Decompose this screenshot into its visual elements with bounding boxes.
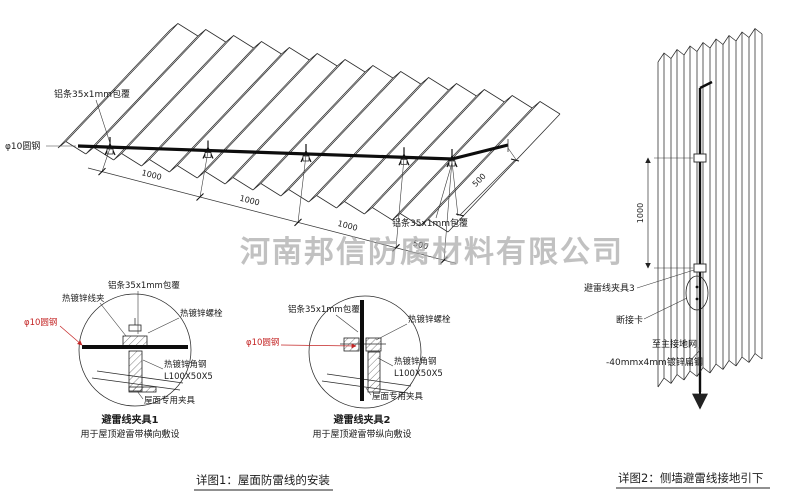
detail2-rod-label: φ10圆钢 xyxy=(246,337,279,348)
detail2-strip-leader xyxy=(335,314,359,333)
detail2-group xyxy=(308,295,422,409)
wall-flat-steel-label: -40mmx4mm镀锌扁钢 xyxy=(606,356,703,368)
caption-detail2: 详图2：侧墙避雷线接地引下 xyxy=(618,471,763,485)
detail2-rod-leader xyxy=(280,343,357,349)
roof-strip-label-bottom: 铝条35x1mm包覆 xyxy=(392,217,468,229)
detail1-rod-label: φ10圆钢 xyxy=(24,317,57,328)
roof-corrugated-sheet xyxy=(57,23,561,233)
roof-strip-label-top: 铝条35x1mm包覆 xyxy=(54,88,130,100)
detail1-clip-leader xyxy=(99,302,127,337)
detail1-angle-spec: L100X50X5 xyxy=(164,372,213,382)
detail2-fixture-label: 屋面专用夹具 xyxy=(372,391,424,402)
roof-dim-extension-lines xyxy=(101,147,453,261)
wall-down-conductor xyxy=(685,80,713,410)
detail2-title: 避雷线夹具2 xyxy=(333,413,391,426)
roof-offset-dimension xyxy=(451,147,520,217)
roof-lightning-belt-cable xyxy=(77,143,509,161)
detail1-angle-leader xyxy=(142,359,164,370)
detail2-angle-leader xyxy=(377,357,394,367)
dim-1000-1: 1000 xyxy=(141,168,163,182)
dim-500-offset: 500 xyxy=(471,172,488,189)
detail1-title: 避雷线夹具1 xyxy=(101,413,159,426)
detail1-bolt-leader xyxy=(147,317,180,334)
detail1-angle-label: 热镀锌角钢 xyxy=(164,359,207,370)
caption-detail1: 详图1：屋面防雷线的安装 xyxy=(196,473,330,487)
dim-1000-3: 1000 xyxy=(337,219,359,233)
detail2-fixture-leader xyxy=(365,387,372,396)
wall-flat-steel-leader xyxy=(689,349,701,362)
wall-clamp3-leader xyxy=(636,269,695,289)
roof-rod-label: φ10圆钢 xyxy=(5,140,40,152)
disconnect-link-ellipse xyxy=(685,275,709,311)
detail1-circle xyxy=(78,293,192,407)
wall-dimension xyxy=(645,157,693,269)
wall-clamp-lower xyxy=(693,263,707,273)
detail1-strip-label: 铝条35x1mm包覆 xyxy=(108,280,180,291)
dim-500-1: 500 xyxy=(412,239,429,252)
detail1-fixture-label: 屋面专用夹具 xyxy=(144,395,196,406)
detail2-subtitle: 用于屋顶避雷带纵向敷设 xyxy=(312,428,411,440)
detail1-clip-label: 热镀锌线夹 xyxy=(62,293,105,304)
detail1-fixture-leader xyxy=(136,390,144,400)
wall-to-ground-label: 至主接地网 xyxy=(652,338,697,350)
detail1-bolt-label: 热镀锌螺栓 xyxy=(180,308,223,319)
wall-clamp-upper xyxy=(693,153,707,163)
detail1-rod-leader xyxy=(59,325,83,346)
detail1-subtitle: 用于屋顶避雷带横向敷设 xyxy=(80,428,179,440)
wall-disconnect-leader xyxy=(643,297,688,320)
detail2-angle-spec: L100X50X5 xyxy=(394,369,443,379)
detail2-angle-label: 热镀锌角钢 xyxy=(394,356,437,367)
detail2-strip-label: 铝条35x1mm包覆 xyxy=(288,304,360,315)
roof-strip-top-leader xyxy=(95,99,111,144)
wall-corrugated-sheet xyxy=(657,28,763,388)
roof-strip-bottom-leader xyxy=(435,162,453,219)
detail2-bolt-label: 热镀锌螺栓 xyxy=(408,314,451,325)
watermark-text: 河南邦信防腐材料有限公司 xyxy=(240,235,624,270)
wall-disconnect-label: 断接卡 xyxy=(616,314,643,326)
wall-dim-1000: 1000 xyxy=(636,203,645,223)
detail2-bolt-leader xyxy=(375,323,408,341)
detail2-circle xyxy=(308,295,422,409)
wall-clamp3-label: 避雷线夹具3 xyxy=(584,282,635,294)
roof-dimension-line xyxy=(87,167,457,265)
detail1-group xyxy=(78,293,192,407)
dim-1000-2: 1000 xyxy=(239,194,261,208)
